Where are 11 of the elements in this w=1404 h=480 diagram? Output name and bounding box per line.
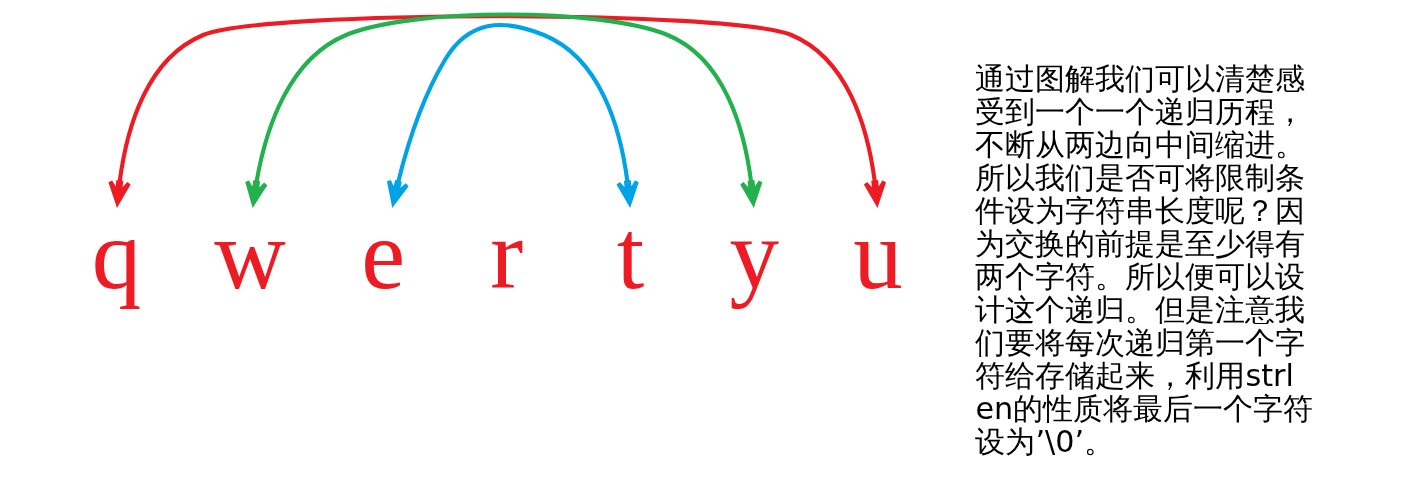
node-text: e [361,199,406,309]
node-text: r [490,199,524,309]
node-text: t [616,199,645,309]
node-text: q [91,199,142,309]
arrow [108,13,887,205]
node-text: w [214,199,286,309]
node-text: u [853,199,903,309]
arrow [245,11,763,205]
label: 通过图解我们可以清楚感受到一个一个递归历程，不断从两边向中间缩进。所以我们是否可将限制条件设为字符串长度呢？因为交换的前提是至少得有两个字符。所以便可以设计这个递归。但是注意我们要将每次递归第一个字符给存储起来，利用strlen的性质将最后一个字符设为’\0’。 [975,60,1314,459]
node-text: y [729,199,779,309]
arrow [386,22,639,205]
